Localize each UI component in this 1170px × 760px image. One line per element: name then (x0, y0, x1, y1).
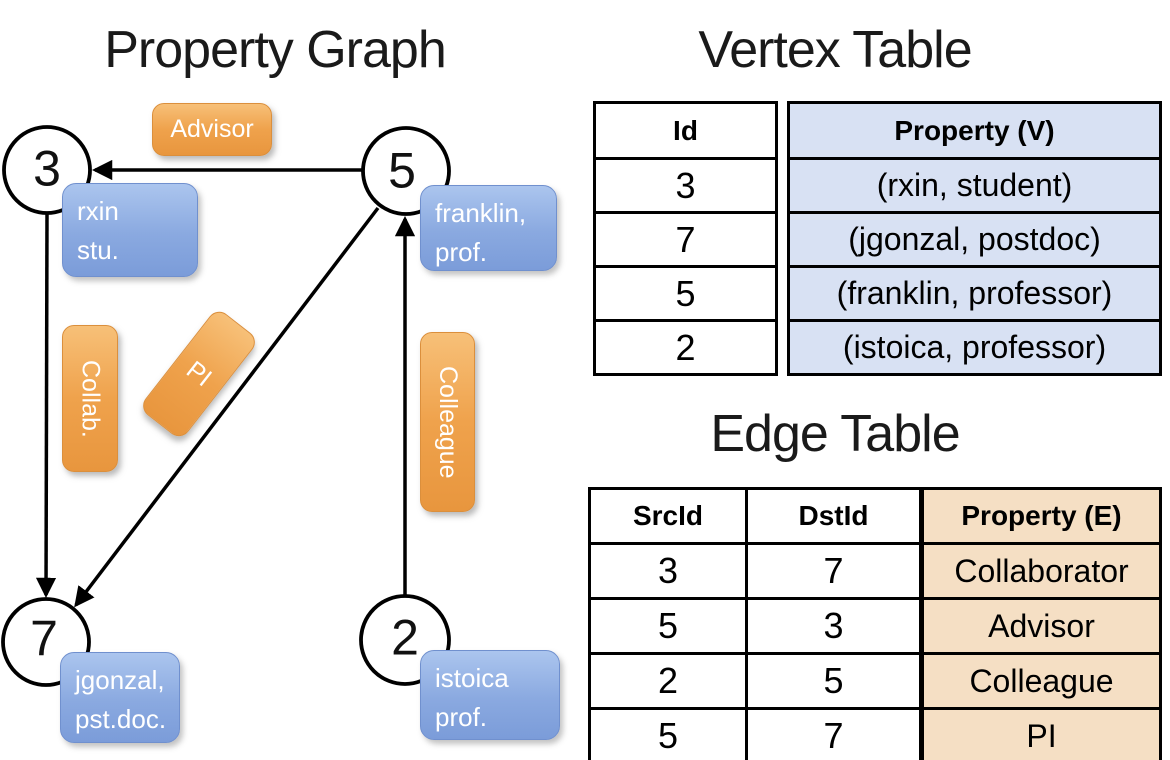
edge-collab-arrow (35, 213, 57, 599)
vertex-table-header-property: Property (V) (787, 101, 1162, 160)
vertex-3-property-line1: rxin (77, 196, 119, 226)
edge-property-cell: PI (921, 707, 1162, 760)
vertex-id-cell: 2 (593, 319, 778, 376)
edge-dst-cell: 7 (745, 542, 922, 600)
table-row: (rxin, student) (787, 157, 1162, 214)
edge-label-advisor: Advisor (152, 103, 272, 156)
vertex-3-property-box: rxin stu. (62, 183, 198, 277)
edge-dst-cell: 3 (745, 597, 922, 655)
edge-table-header-property: Property (E) (921, 487, 1162, 545)
vertex-7-property-line1: jgonzal, (75, 665, 165, 695)
table-row: 3 7 (588, 542, 922, 600)
vertex-7-property-line2: pst.doc. (75, 704, 167, 734)
vertex-id-cell: 3 (593, 157, 778, 214)
vertex-5-id: 5 (388, 142, 416, 199)
table-row: 2 (593, 319, 778, 376)
edge-src-cell: 2 (588, 652, 748, 710)
vertex-property-cell: (jgonzal, postdoc) (787, 211, 1162, 268)
vertex-5-property-line2: prof. (435, 237, 488, 267)
edge-src-dst-table: SrcId DstId 3 7 5 3 2 5 5 7 (588, 487, 922, 760)
vertex-2-property-line1: istoica (435, 663, 509, 693)
edge-table-header-src: SrcId (588, 487, 748, 545)
edge-table-title: Edge Table (710, 405, 960, 463)
table-row: 2 5 (588, 652, 922, 710)
vertex-id-table: Id 3 7 5 2 (593, 101, 778, 376)
vertex-5-property-box: franklin, prof. (420, 185, 557, 271)
edge-src-cell: 5 (588, 597, 748, 655)
table-row: 5 (593, 265, 778, 322)
edge-pi-arrow (74, 206, 380, 608)
edge-label-collab: Collab. (62, 325, 118, 472)
property-graph-title: Property Graph (104, 21, 447, 79)
edge-dst-cell: 7 (745, 707, 922, 760)
vertex-table-header-id: Id (593, 101, 778, 160)
vertex-property-cell: (rxin, student) (787, 157, 1162, 214)
vertex-7-property-box: jgonzal, pst.doc. (60, 652, 180, 743)
edge-property-cell: Advisor (921, 597, 1162, 655)
edge-property-cell: Colleague (921, 652, 1162, 710)
vertex-5-property-line1: franklin, (435, 198, 527, 228)
table-row: (istoica, professor) (787, 319, 1162, 376)
table-row: 5 3 (588, 597, 922, 655)
table-row: 7 (593, 211, 778, 268)
edge-src-cell: 5 (588, 707, 748, 760)
edge-property-table: Property (E) Collaborator Advisor Collea… (921, 487, 1162, 760)
edge-table-header-dst: DstId (745, 487, 922, 545)
vertex-2-property-line2: prof. (435, 702, 488, 732)
table-row: 5 7 (588, 707, 922, 760)
table-row: PI (921, 707, 1162, 760)
table-row: Advisor (921, 597, 1162, 655)
vertex-property-cell: (istoica, professor) (787, 319, 1162, 376)
vertex-2-property-box: istoica prof. (420, 650, 560, 740)
vertex-table-title: Vertex Table (698, 21, 972, 79)
edge-dst-cell: 5 (745, 652, 922, 710)
table-row: (franklin, professor) (787, 265, 1162, 322)
table-row: Collaborator (921, 542, 1162, 600)
vertex-7-id: 7 (30, 610, 58, 667)
vertex-3-id: 3 (33, 140, 61, 197)
table-row: Colleague (921, 652, 1162, 710)
vertex-3-property-line2: stu. (77, 235, 119, 265)
table-row: (jgonzal, postdoc) (787, 211, 1162, 268)
table-row: 3 (593, 157, 778, 214)
vertex-property-table: Property (V) (rxin, student) (jgonzal, p… (787, 101, 1162, 376)
vertex-property-cell: (franklin, professor) (787, 265, 1162, 322)
vertex-2-id: 2 (391, 609, 419, 666)
edge-label-colleague: Colleague (420, 332, 475, 512)
edge-src-cell: 3 (588, 542, 748, 600)
vertex-id-cell: 5 (593, 265, 778, 322)
vertex-id-cell: 7 (593, 211, 778, 268)
edge-property-cell: Collaborator (921, 542, 1162, 600)
